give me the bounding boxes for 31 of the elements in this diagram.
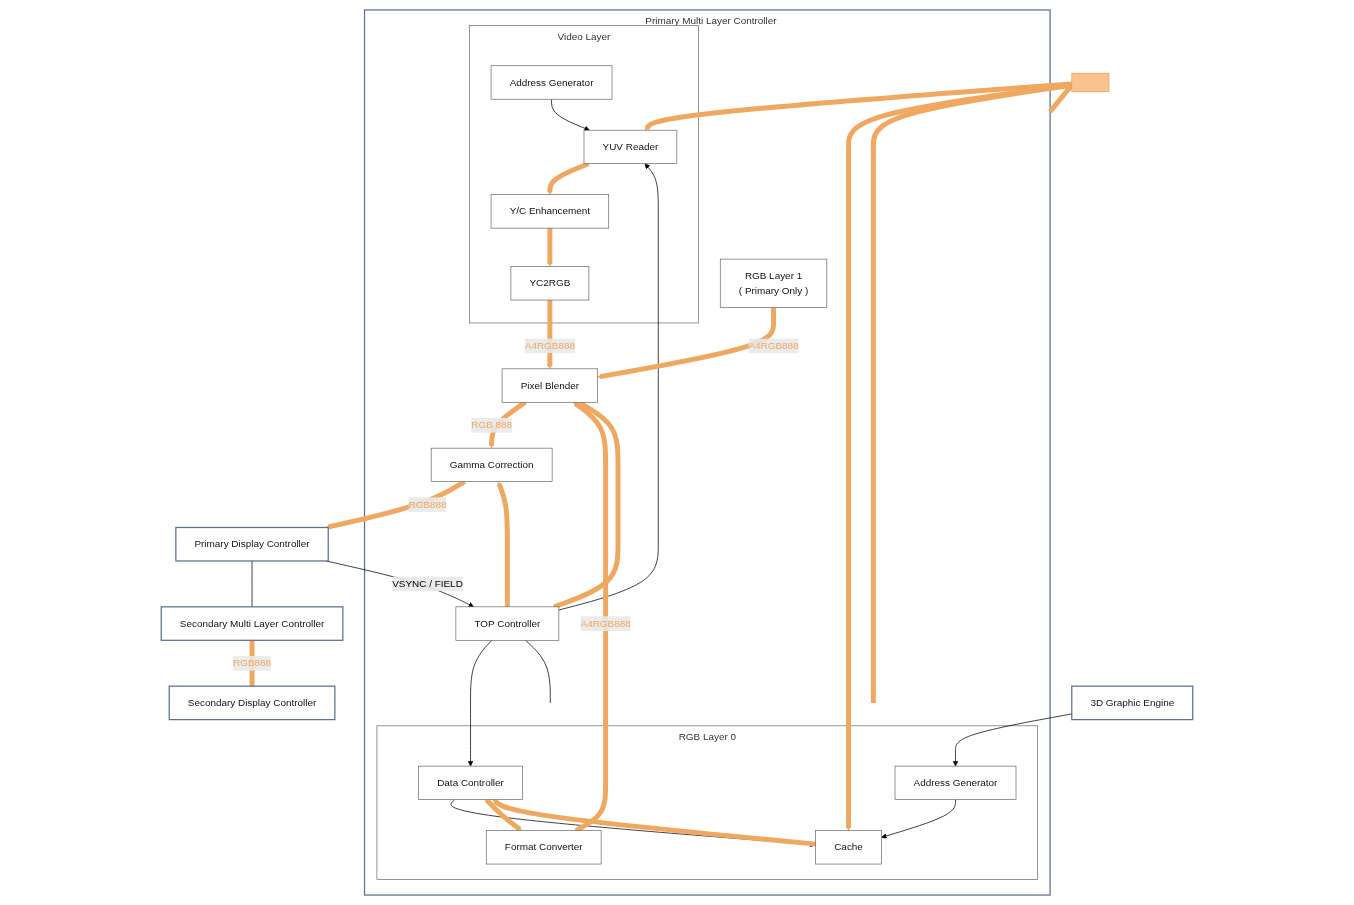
node-box: YUV Reader	[583, 129, 678, 164]
node-box: Cache	[815, 830, 882, 865]
node-box: 3D Graphic Engine	[1071, 685, 1194, 721]
edge-label: A4RGB888	[748, 340, 799, 351]
node-box: Gamma Correction	[430, 447, 553, 482]
arrow	[496, 481, 510, 607]
arrow	[547, 161, 590, 195]
node-bar	[1071, 72, 1110, 93]
node-box: Primary Display Controller	[175, 526, 329, 562]
node-box: YC2RGB	[510, 266, 590, 301]
edge-label: RGB888	[233, 657, 272, 669]
arrow	[597, 307, 776, 380]
node-box: Address Generator	[894, 765, 1017, 800]
node-box: Format Converter	[485, 830, 602, 865]
node-box: Secondary Display Controller	[168, 685, 336, 721]
edge-label: VSYNC / FIELD	[392, 578, 463, 589]
edge-label: RGB 888	[471, 419, 513, 431]
node-box: Y/C Enhancement	[490, 194, 610, 229]
node-box: Secondary Multi Layer Controller	[160, 606, 344, 641]
arrow	[644, 81, 1072, 131]
arrow	[547, 228, 553, 267]
edge-label: A4RGB888	[580, 617, 631, 629]
node-box: Data Controller	[418, 765, 523, 800]
connector	[525, 639, 551, 704]
node-box: Address Generator	[490, 65, 613, 100]
arrow	[553, 401, 621, 610]
node-box: RGB Layer 1 ( Primary Only )	[719, 258, 828, 308]
node-box: TOP Controller	[455, 606, 560, 641]
edge-label: A4RGB888	[524, 340, 575, 351]
edge-label: RGB888	[408, 498, 447, 510]
node-box: Pixel Blender	[501, 368, 598, 403]
